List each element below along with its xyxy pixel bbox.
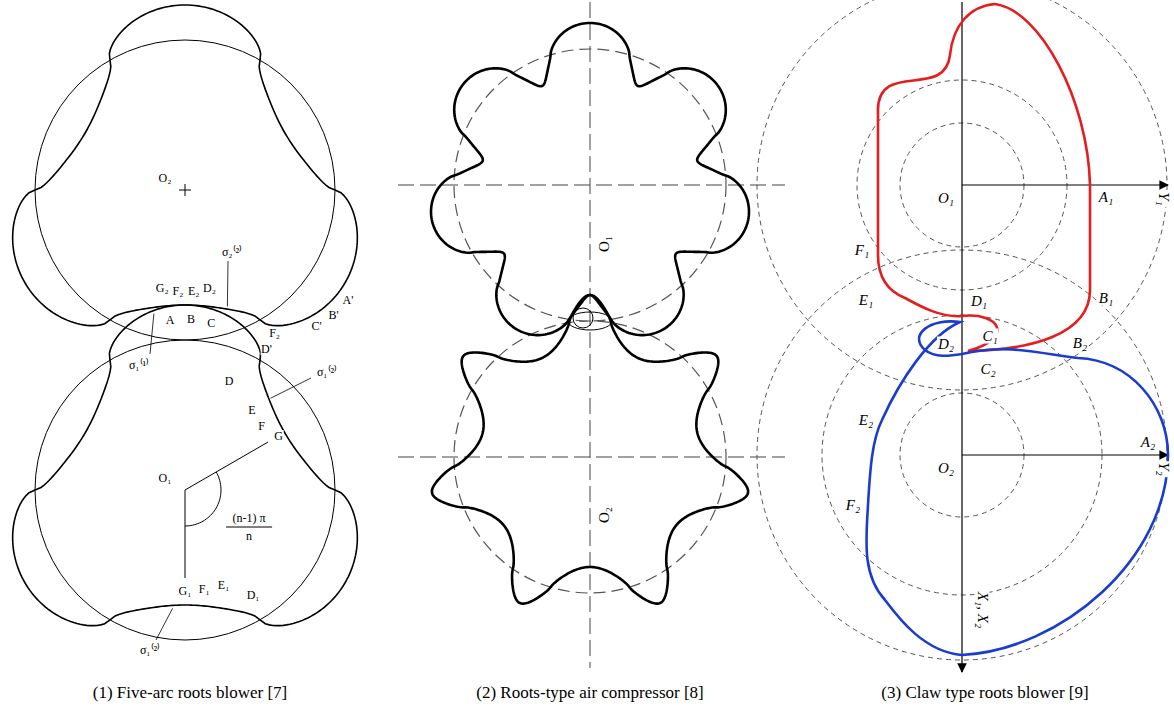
- arc-label: σ₁⁽²⁾: [139, 644, 161, 656]
- point-label: B': [328, 309, 340, 321]
- point-label: C: [206, 317, 216, 329]
- rotor-profile: [878, 4, 1090, 351]
- leader-line: [271, 378, 311, 398]
- point-label: B: [186, 313, 196, 325]
- point-label: D₂: [937, 337, 955, 352]
- point-label: G₂: [155, 282, 170, 294]
- rotor-profile: [431, 23, 749, 335]
- point-label: C₂: [979, 362, 996, 377]
- center-label: O₂: [937, 461, 955, 476]
- rotor-profile: [866, 321, 1168, 655]
- point-label: D₁: [246, 589, 261, 601]
- center-label: O₂: [597, 506, 612, 524]
- point-label: A': [342, 294, 355, 306]
- axis-label: Y₂: [1155, 461, 1170, 477]
- angle-numerator: (n-1) π: [232, 512, 267, 524]
- leader-line: [227, 261, 229, 306]
- point-label: D': [260, 343, 273, 355]
- point-label: F₁: [854, 243, 870, 258]
- point-label: F₂: [268, 327, 281, 339]
- rotor-profile: [13, 5, 358, 326]
- rotor-profile: [13, 305, 358, 626]
- point-label: F₂: [172, 285, 185, 297]
- angle-arc: [185, 472, 221, 526]
- point-label: F: [257, 420, 266, 432]
- claw-blower-figure: [757, 0, 1168, 672]
- rotor-profile: [432, 295, 748, 604]
- leader-line: [156, 608, 173, 640]
- fraction-bar: [226, 527, 272, 528]
- point-label: E₁: [217, 579, 231, 591]
- point-label: E: [247, 404, 256, 416]
- point-label: D₁: [970, 294, 988, 309]
- point-label: F₂: [845, 498, 861, 513]
- point-label: E₁: [858, 293, 874, 308]
- point-label: B₁: [1098, 291, 1114, 306]
- center-line: [398, 185, 785, 186]
- axis-label: Y₁: [1155, 191, 1170, 207]
- compressor-figure: [398, 2, 785, 668]
- meshing-loop: [568, 312, 612, 330]
- point-label: E₂: [187, 285, 201, 297]
- pitch-circle: [35, 340, 335, 640]
- point-label: C': [311, 320, 323, 332]
- center-label: O₂: [158, 172, 173, 184]
- center-cross: [179, 184, 191, 196]
- center-label: O₁: [937, 191, 955, 206]
- point-label: F₁: [198, 583, 211, 595]
- point-label: A₂: [1140, 435, 1156, 450]
- figure-caption: (1) Five-arc roots blower [7]: [93, 682, 288, 703]
- point-label: D: [224, 375, 235, 387]
- point-label: A: [165, 314, 176, 326]
- arc-label: σ₁⁽¹⁾: [128, 359, 150, 371]
- center-label: O₁: [158, 472, 173, 484]
- figure-caption: (3) Claw type roots blower [9]: [881, 682, 1088, 703]
- axis-line: [962, 184, 1168, 185]
- five-arc-blower-figure: [13, 5, 358, 640]
- arc-label: σ₂⁽²⁾: [221, 246, 243, 258]
- point-label: A₁: [1098, 190, 1114, 205]
- point-label: E₂: [858, 413, 874, 428]
- angle-denominator: n: [245, 530, 253, 542]
- radius-line: [185, 442, 268, 490]
- center-label: O₁: [597, 235, 612, 253]
- radius-line: [185, 490, 186, 578]
- center-line: [398, 457, 785, 458]
- axis-label: X₁, X₂: [975, 591, 990, 629]
- arc-label: σ₁⁽²⁾: [316, 366, 338, 378]
- pitch-circle: [35, 40, 335, 340]
- point-label: G: [273, 430, 284, 442]
- axis-line: [962, 454, 1168, 455]
- axis-line: [961, 2, 962, 672]
- point-label: C₁: [981, 329, 998, 344]
- leader-line: [150, 314, 154, 354]
- point-label: B₂: [1072, 336, 1088, 351]
- point-label: G₁: [178, 585, 193, 597]
- meshing-loop: [573, 308, 593, 328]
- figure-caption: (2) Roots-type air compressor [8]: [470, 682, 710, 703]
- point-label: D₂: [202, 282, 217, 294]
